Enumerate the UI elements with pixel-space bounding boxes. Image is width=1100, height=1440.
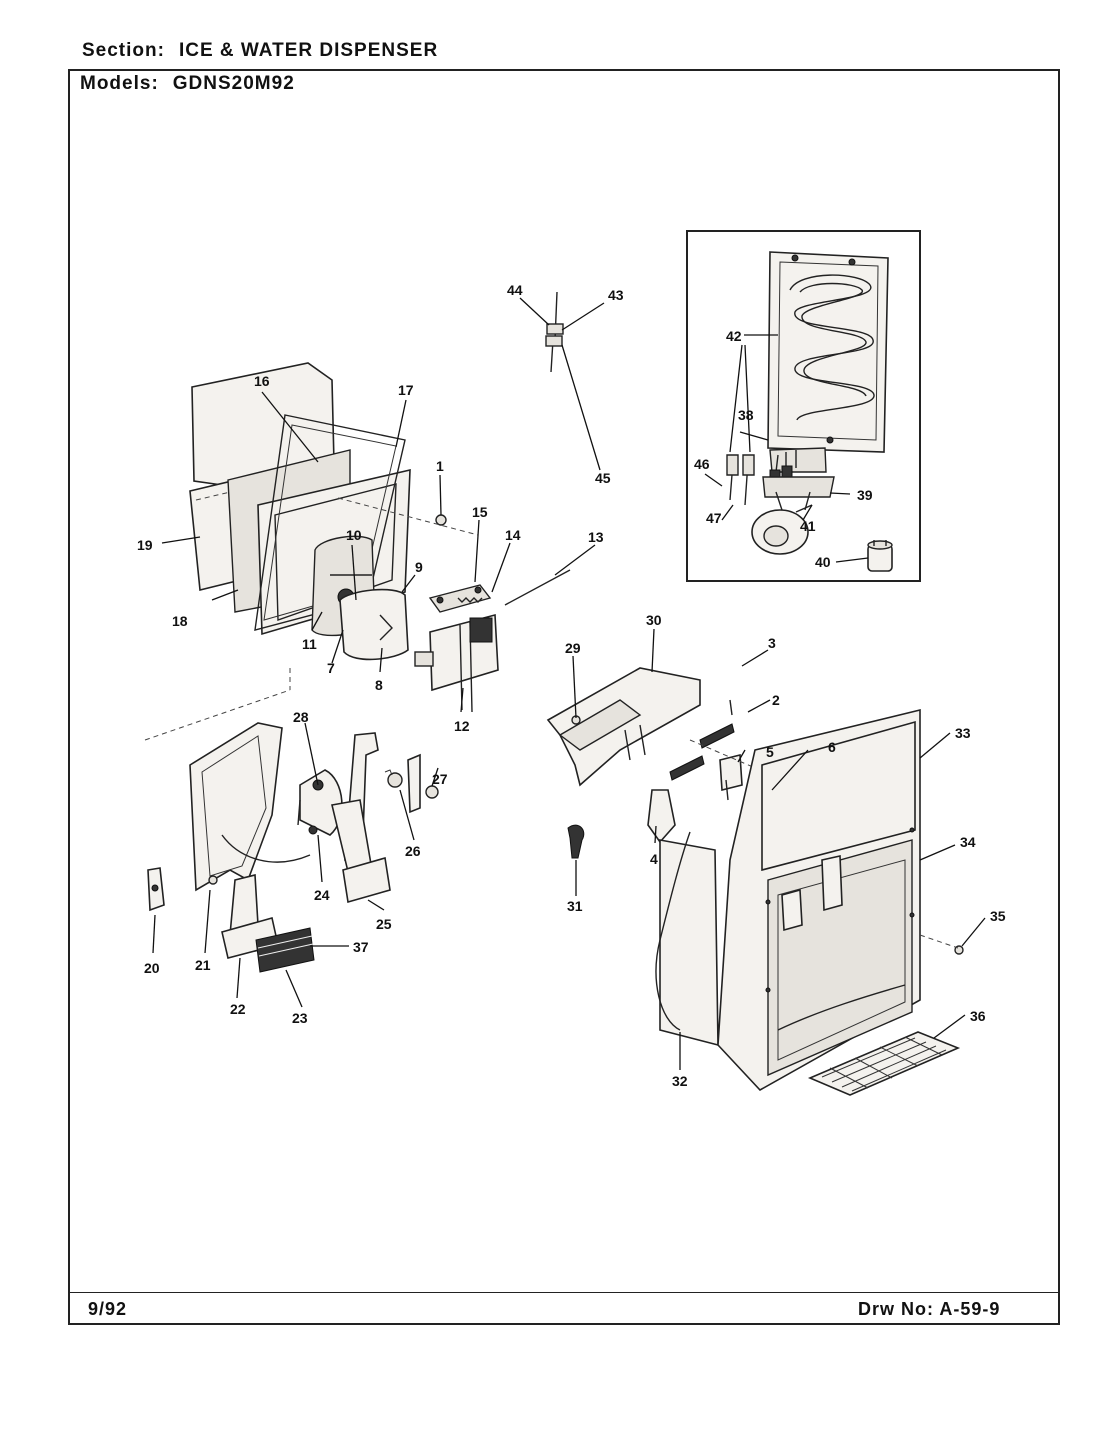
callout-21: 21 [195, 957, 211, 973]
callout-19: 19 [137, 537, 153, 553]
callout-35: 35 [990, 908, 1006, 924]
thermostat [751, 504, 813, 555]
heater-wires [726, 450, 797, 506]
callout-14: 14 [505, 527, 521, 543]
paddle-pad [255, 927, 315, 973]
drip-tray [807, 1031, 961, 1096]
callout-41: 41 [800, 518, 816, 534]
callout-16: 16 [254, 373, 270, 389]
callout-18: 18 [172, 613, 188, 629]
callout-22: 22 [230, 1001, 246, 1017]
actuator-pivot [297, 769, 343, 836]
footer-date: 9/92 [88, 1299, 128, 1319]
dispenser-housing [717, 708, 921, 1092]
door-screw [435, 514, 447, 526]
lever-spring [384, 769, 403, 788]
callout-12: 12 [454, 718, 470, 734]
thermostat-bracket [762, 476, 835, 511]
callout-26: 26 [405, 843, 421, 859]
callout-4: 4 [650, 851, 658, 867]
ice-chute-duct [655, 831, 719, 1047]
callout-15: 15 [472, 504, 488, 520]
callout-5: 5 [766, 744, 774, 760]
water-valve-bracket [546, 667, 701, 787]
callout-10: 10 [346, 527, 362, 543]
callout-1: 1 [436, 458, 444, 474]
footer-drawing-number: Drw No: A-59-9 [858, 1299, 1001, 1319]
callout-30: 30 [646, 612, 662, 628]
valve-coils [669, 699, 735, 781]
callout-36: 36 [970, 1008, 986, 1024]
callout-labels: 1 2 3 4 5 6 7 8 9 10 11 12 13 14 15 16 1… [137, 282, 1006, 1089]
callout-7: 7 [327, 660, 335, 676]
door-hinge-bracket [428, 584, 492, 613]
assembly-guide-lines [144, 497, 479, 741]
leader-lines [152, 297, 986, 1070]
callout-20: 20 [144, 960, 160, 976]
drawing-frame [68, 69, 1060, 1325]
callout-24: 24 [314, 887, 330, 903]
callout-33: 33 [955, 725, 971, 741]
valve-mount-screw [567, 824, 585, 859]
section-value: ICE & WATER DISPENSER [178, 40, 439, 61]
callout-23: 23 [292, 1010, 308, 1026]
callout-17: 17 [398, 382, 414, 398]
footer-divider [68, 1292, 1060, 1293]
section-header: Section: ICE & WATER DISPENSER [82, 40, 438, 62]
door-solenoid-bracket [414, 613, 499, 713]
pivot-screw [208, 875, 218, 885]
callout-34: 34 [960, 834, 976, 850]
capacitor [867, 540, 893, 572]
models-value: GDNS20M92 [172, 73, 295, 94]
callout-13: 13 [588, 529, 604, 545]
callout-39: 39 [857, 487, 873, 503]
callout-45: 45 [595, 470, 611, 486]
heater-plate [767, 251, 889, 473]
callout-11: 11 [302, 636, 317, 652]
water-tube-union [545, 291, 564, 373]
callout-8: 8 [375, 677, 383, 693]
callout-29: 29 [565, 640, 581, 656]
callout-31: 31 [567, 898, 583, 914]
callout-2: 2 [772, 692, 780, 708]
callout-28: 28 [293, 709, 309, 725]
water-nozzle [647, 789, 676, 844]
callout-37: 37 [353, 939, 369, 955]
screw-guide-line [919, 934, 959, 949]
callout-27: 27 [432, 771, 448, 787]
callout-32: 32 [672, 1073, 688, 1089]
models-header: Models: GDNS20M92 [80, 73, 295, 95]
callout-40: 40 [815, 554, 831, 570]
callout-42: 42 [726, 328, 742, 344]
heater-inset-box [686, 230, 921, 582]
valve-guide-line [689, 739, 761, 771]
callout-43: 43 [608, 287, 624, 303]
callout-3: 3 [768, 635, 776, 651]
callout-6: 6 [828, 739, 836, 755]
callout-44: 44 [507, 282, 523, 298]
callout-9: 9 [415, 559, 423, 575]
pivot-bracket [147, 867, 165, 912]
door-spring [457, 597, 483, 603]
chute-door-housing [189, 362, 411, 636]
water-valve [719, 753, 743, 801]
section-label: Section: [82, 40, 165, 61]
callout-38: 38 [738, 407, 754, 423]
actuator-arm [189, 722, 311, 892]
callout-46: 46 [694, 456, 710, 472]
models-label: Models: [80, 73, 159, 94]
door-seal [339, 588, 409, 661]
lever-bracket [407, 753, 439, 814]
callout-47: 47 [706, 510, 722, 526]
callout-25: 25 [376, 916, 392, 932]
ice-lever [331, 732, 391, 904]
door-rod [504, 569, 571, 606]
